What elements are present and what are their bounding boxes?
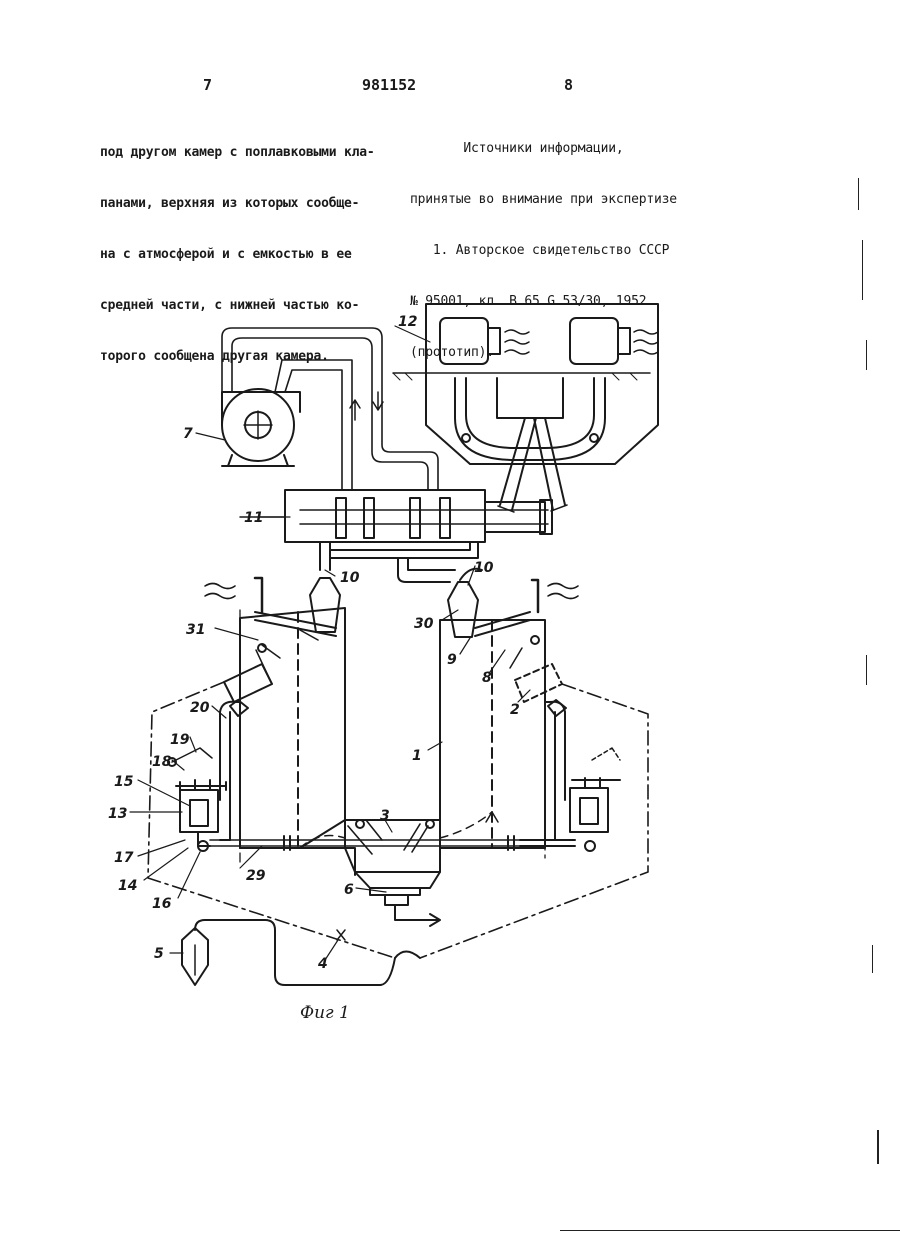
label-18: 18 (152, 754, 172, 770)
label-19: 19 (170, 732, 190, 748)
label-5: 5 (154, 946, 164, 962)
label-6: 6 (344, 882, 354, 898)
vent-right (510, 636, 562, 702)
distributor-11 (240, 490, 552, 582)
label-14: 14 (118, 878, 137, 894)
label-30: 30 (414, 616, 434, 632)
label-8: 8 (482, 670, 492, 686)
label-10-right: 10 (474, 560, 494, 576)
label-29: 29 (246, 868, 266, 884)
label-15: 15 (114, 774, 134, 790)
label-20: 20 (190, 700, 210, 716)
figure-caption: Фиг 1 (300, 1003, 350, 1023)
unit-12-enclosure (393, 304, 658, 512)
hopper-bottom (240, 812, 498, 926)
label-7: 7 (183, 426, 193, 442)
label-3: 3 (380, 808, 390, 824)
label-11: 11 (244, 510, 263, 526)
label-17: 17 (114, 850, 134, 866)
label-13: 13 (108, 806, 127, 822)
valve-assembly-right (520, 700, 620, 851)
blower-7 (222, 389, 300, 466)
label-10-left: 10 (340, 570, 360, 586)
label-12: 12 (398, 314, 417, 330)
label-1: 1 (412, 748, 422, 764)
label-2: 2 (510, 702, 520, 718)
label-9: 9 (447, 652, 457, 668)
label-16: 16 (152, 896, 172, 912)
receiver-5 (182, 928, 208, 985)
label-31: 31 (186, 622, 205, 638)
label-4: 4 (317, 956, 328, 972)
vent-left (224, 644, 280, 702)
leader-lines (130, 326, 530, 960)
drawing-labels: 12 7 11 10 10 31 30 9 8 2 20 1 19 18 15 … (108, 314, 520, 1023)
